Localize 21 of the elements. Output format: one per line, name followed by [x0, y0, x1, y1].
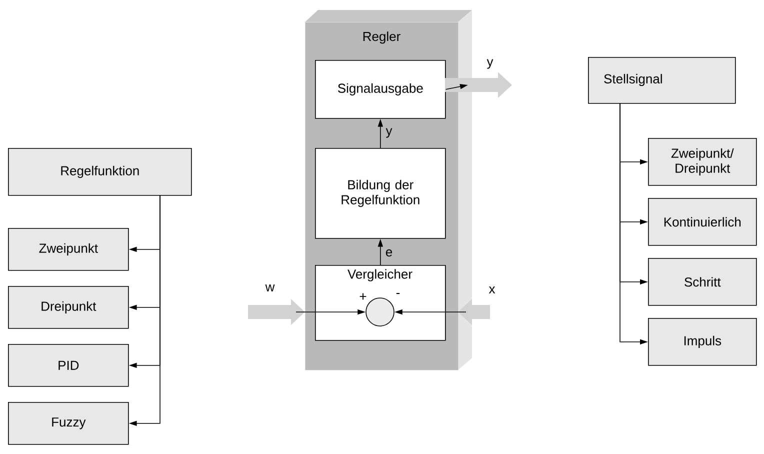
sign-label: + — [360, 293, 366, 300]
edge-label: y — [386, 128, 392, 138]
edge-label: x — [488, 286, 496, 294]
category-box: Kontinuierlich — [648, 198, 757, 246]
signal-arrow — [445, 72, 512, 98]
comparator-circle — [366, 298, 394, 326]
category-box: Stellsignal — [588, 57, 736, 104]
function-box: Signalausgabe — [315, 60, 446, 119]
edge-label: y — [486, 59, 494, 69]
edge-label: e — [386, 249, 392, 257]
category-box: PID — [8, 344, 129, 387]
sign-label: - — [396, 293, 400, 294]
edge-label: w — [265, 284, 275, 292]
category-box: Schritt — [648, 258, 757, 306]
category-box: Dreipunkt — [8, 286, 129, 329]
category-box: Regelfunktion — [8, 148, 192, 196]
category-box: Zweipunkt — [8, 228, 129, 271]
category-box: Fuzzy — [8, 402, 129, 445]
function-box: Bildung der Regelfunktion — [315, 148, 446, 239]
category-box: Zweipunkt/ Dreipunkt — [648, 138, 757, 186]
category-box: Impuls — [648, 318, 757, 366]
